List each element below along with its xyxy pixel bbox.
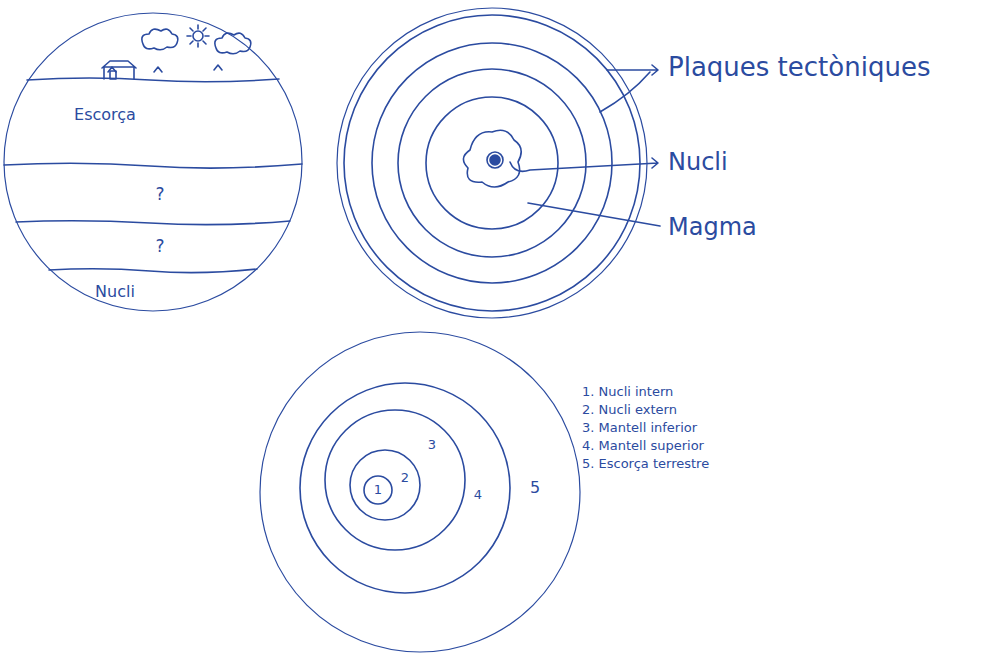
earth-section-circle: Escorça?? Nucli bbox=[3, 12, 303, 312]
earth-ring bbox=[372, 43, 612, 283]
leader-arrow bbox=[510, 158, 658, 171]
callout-label: Magma bbox=[668, 214, 757, 242]
earth-outline bbox=[260, 332, 580, 652]
layer-label: ? bbox=[155, 185, 164, 205]
leader-arrow bbox=[607, 65, 658, 75]
sun-rays bbox=[187, 25, 209, 47]
magma-shape bbox=[463, 130, 521, 187]
house-door bbox=[110, 71, 116, 79]
layer-label: Escorça bbox=[74, 106, 136, 124]
callout-label: Nucli bbox=[668, 149, 728, 177]
callout-number: 4 bbox=[474, 488, 482, 503]
leader-line bbox=[600, 72, 650, 112]
legend-text: 4. Mantell superior bbox=[582, 439, 704, 454]
house bbox=[102, 61, 136, 79]
core-ring bbox=[487, 152, 503, 168]
callout-number: 2 bbox=[401, 471, 409, 486]
callout-number: 3 bbox=[428, 438, 436, 453]
callout-number: 5 bbox=[530, 479, 540, 497]
core-dot bbox=[490, 155, 500, 165]
earth-ring bbox=[426, 97, 558, 229]
circle-outline-shape bbox=[4, 13, 302, 311]
earth-ring bbox=[300, 383, 510, 593]
sun bbox=[193, 31, 203, 41]
legend-text: 3. Mantell inferior bbox=[582, 421, 697, 436]
earth-ring bbox=[350, 450, 420, 520]
layer-line bbox=[16, 221, 290, 225]
earth-ring bbox=[364, 476, 392, 504]
circle-outline bbox=[3, 12, 303, 312]
callout-number: 1 bbox=[374, 483, 382, 498]
leader-line bbox=[528, 203, 660, 226]
legend-text: 5. Escorça terrestre bbox=[582, 457, 709, 472]
layer-label: Nucli bbox=[95, 283, 135, 301]
layer-line bbox=[27, 78, 279, 82]
layer-line bbox=[4, 163, 302, 168]
bird bbox=[108, 65, 222, 72]
cloud bbox=[142, 29, 178, 50]
earth-ring bbox=[325, 410, 465, 550]
layer-line bbox=[49, 269, 257, 273]
earth-outline bbox=[337, 8, 647, 318]
layer-label: ? bbox=[155, 237, 164, 257]
legend-text: 1. Nucli intern bbox=[582, 385, 673, 400]
earth-ring bbox=[398, 69, 586, 257]
earth-ring bbox=[344, 15, 640, 311]
callout-label: Plaques tectòniques bbox=[668, 53, 930, 83]
legend-text: 2. Nucli extern bbox=[582, 403, 677, 418]
